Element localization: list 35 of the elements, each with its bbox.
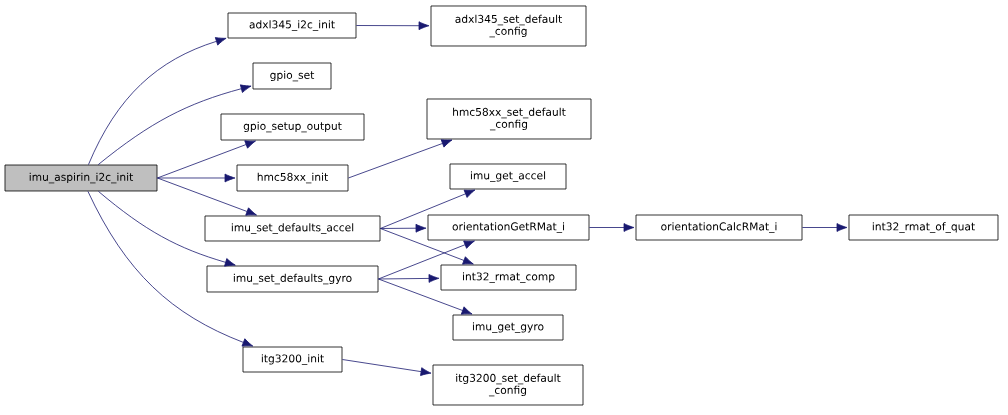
function-box: int32_rmat_of_quat: [848, 214, 999, 241]
arrow: [88, 37, 227, 165]
function-box: int32_rmat_comp: [440, 264, 577, 291]
arrow: [380, 189, 476, 229]
arrow: [380, 223, 427, 233]
function-box: imu_get_accel: [449, 163, 567, 190]
function-box: gpio_setup_output: [220, 113, 365, 141]
function-box: adxl345_set_default _config: [430, 5, 587, 47]
arrow: [356, 21, 430, 31]
arrow: [87, 191, 254, 347]
arrow: [157, 177, 257, 216]
arrow: [378, 274, 440, 283]
arrow: [802, 223, 848, 232]
function-box: orientationGetRMat_i: [427, 214, 590, 241]
function-box: hmc58xx_init: [236, 164, 349, 192]
function-box: imu_set_defaults_gyro: [206, 265, 379, 293]
arrow: [157, 140, 256, 179]
arrow: [342, 359, 432, 376]
arrow: [589, 223, 635, 232]
arrow: [348, 139, 453, 179]
function-box: hmc58xx_set_default _config: [426, 98, 592, 140]
arrow: [157, 173, 236, 183]
function-box: imu_set_defaults_accel: [204, 215, 381, 242]
arrow: [380, 228, 474, 265]
function-box: imu_get_gyro: [452, 314, 564, 341]
function-box: imu_aspirin_i2c_init: [4, 164, 158, 192]
function-box: adxl345_i2c_init: [227, 12, 357, 39]
arrow: [378, 278, 473, 315]
arrow: [378, 240, 475, 280]
function-box: itg3200_set_default _config: [432, 364, 584, 406]
function-box: orientationCalcRMat_i: [635, 214, 803, 241]
function-box: gpio_set: [252, 62, 332, 90]
arrow: [97, 84, 252, 165]
arrow: [98, 191, 236, 267]
function-box: itg3200_init: [242, 346, 343, 373]
